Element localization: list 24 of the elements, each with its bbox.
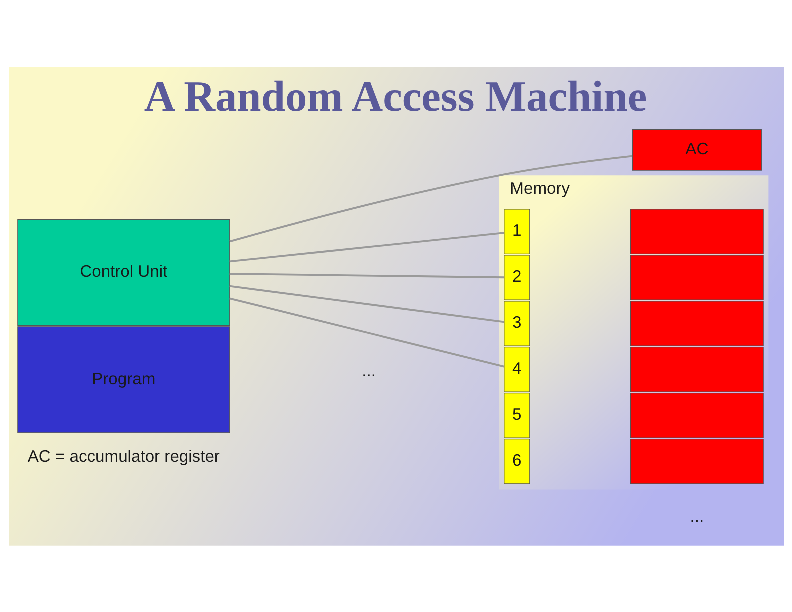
node-box bbox=[630, 392, 764, 438]
label: ... bbox=[362, 361, 376, 380]
node-box: 4 bbox=[504, 346, 530, 392]
node-box bbox=[630, 254, 764, 300]
node-box bbox=[630, 208, 764, 254]
connector bbox=[229, 272, 504, 278]
label: ... bbox=[690, 506, 704, 526]
node-box: Control Unit bbox=[17, 218, 230, 326]
node-box: AC bbox=[632, 128, 762, 170]
label: AC = accumulator register bbox=[27, 446, 220, 466]
node-box bbox=[630, 300, 764, 346]
node-box: 5 bbox=[504, 392, 530, 438]
node-box: Program bbox=[17, 326, 230, 433]
node-box: 6 bbox=[504, 438, 530, 484]
node-box: 3 bbox=[504, 300, 530, 346]
diagram-title: A Random Access Machine bbox=[144, 72, 647, 120]
node-box: 1 bbox=[504, 208, 530, 254]
connector bbox=[229, 232, 504, 262]
connector bbox=[229, 154, 632, 242]
node-box: 2 bbox=[504, 254, 530, 300]
connector bbox=[229, 284, 504, 323]
node-box bbox=[630, 346, 764, 392]
connector bbox=[229, 297, 504, 368]
node-box bbox=[630, 438, 764, 484]
